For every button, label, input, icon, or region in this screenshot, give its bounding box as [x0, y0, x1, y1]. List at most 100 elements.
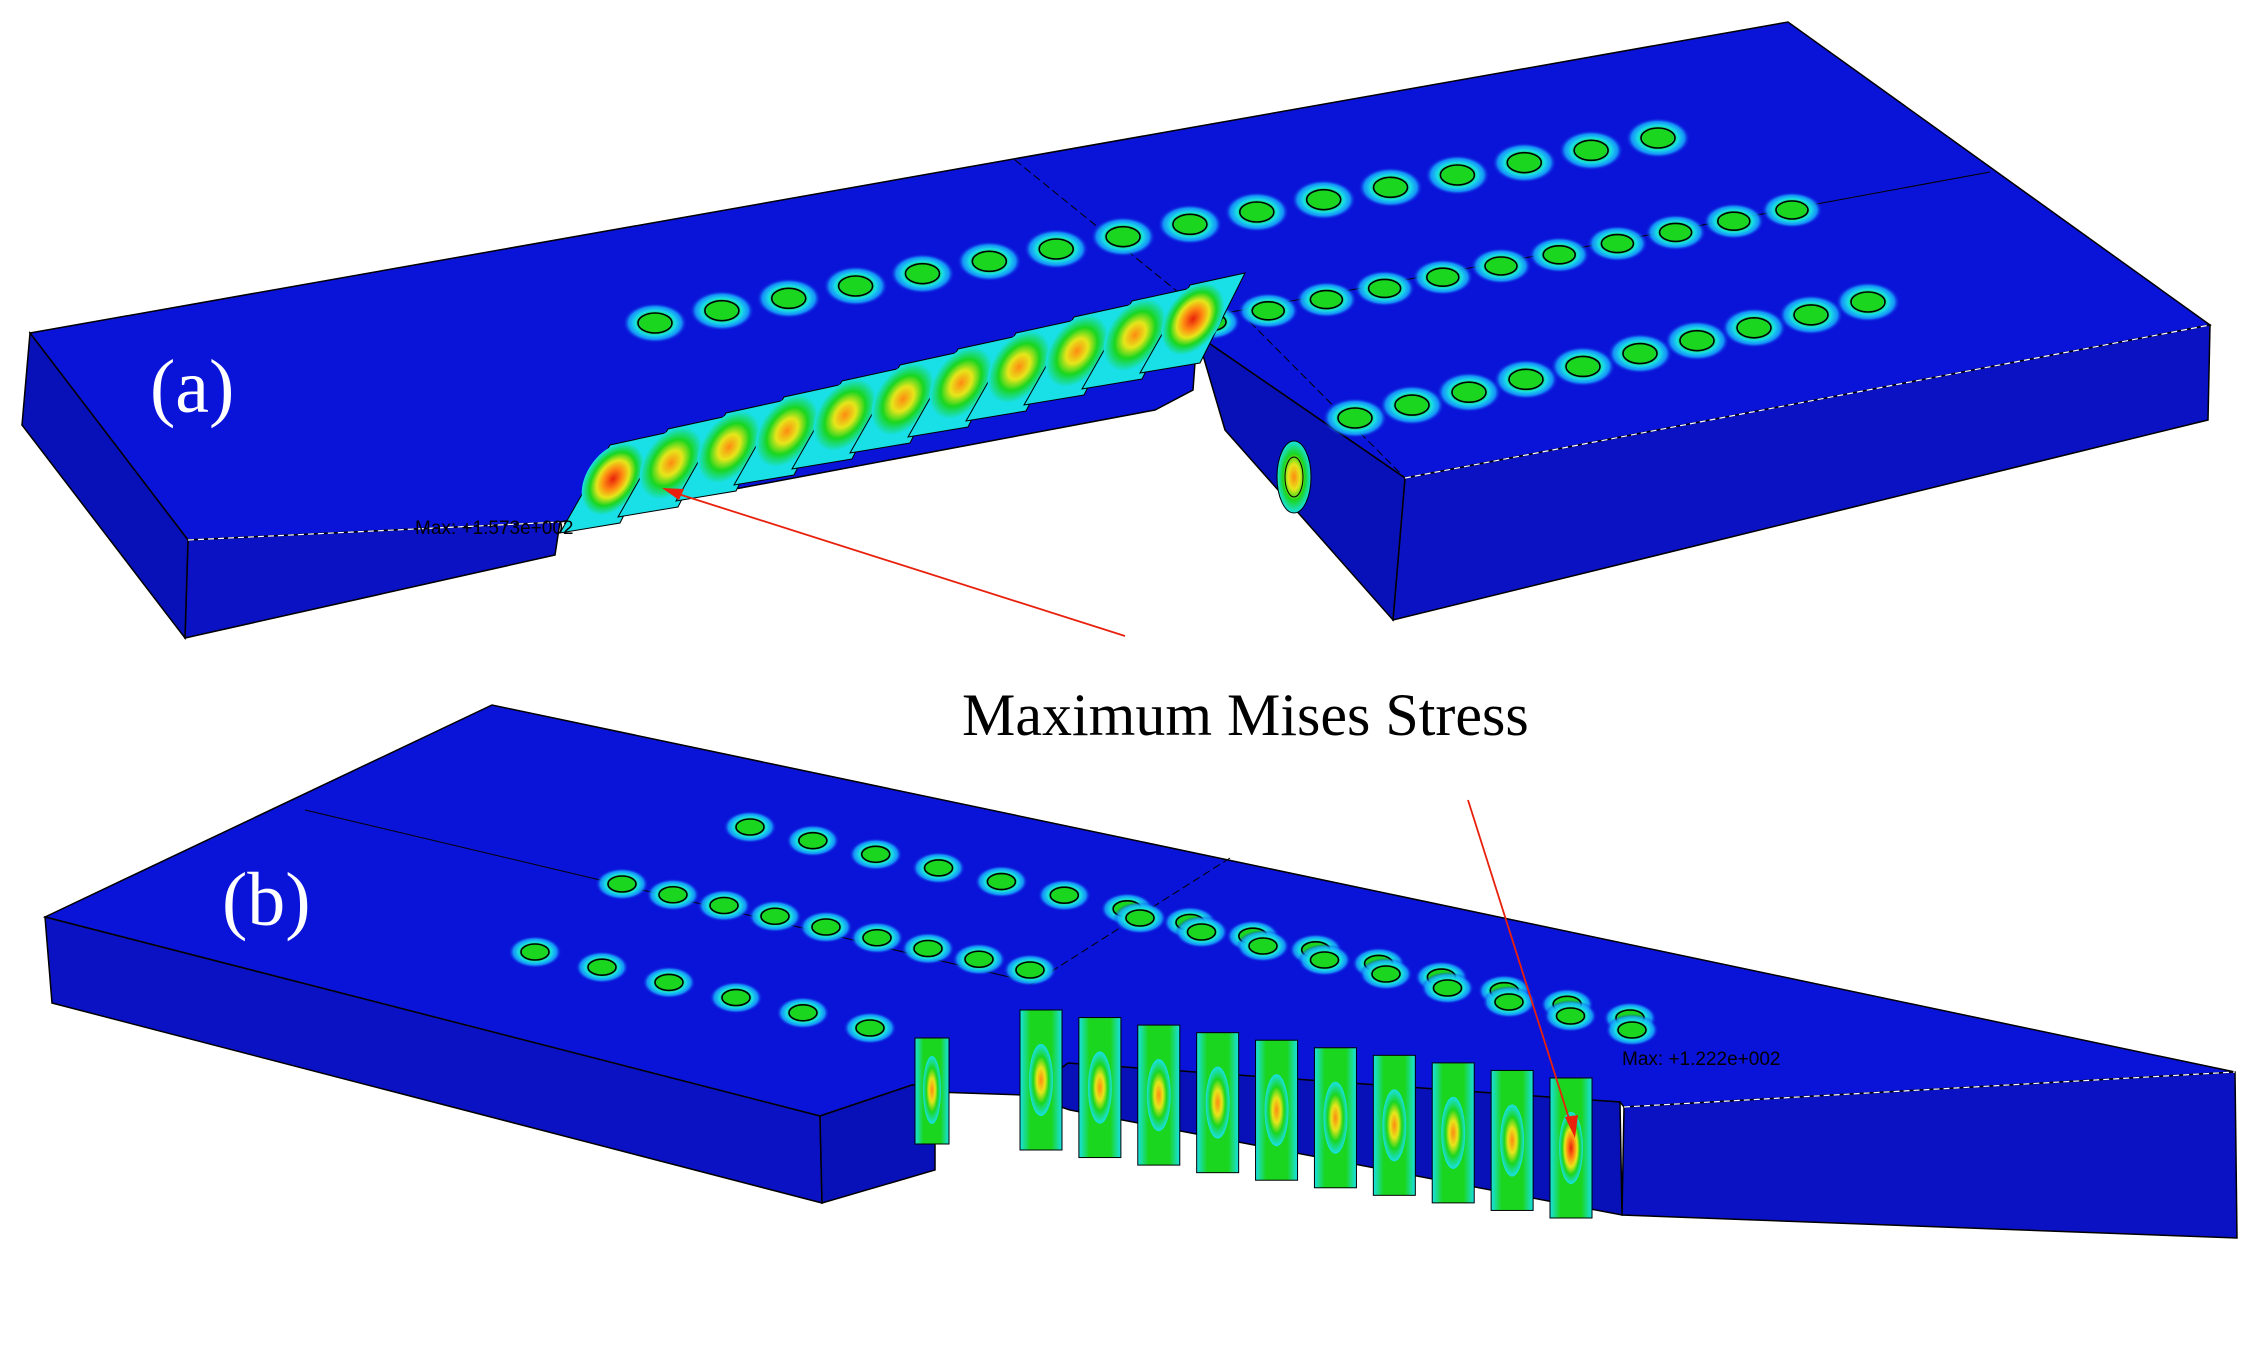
- bolt-hole-icon: [1793, 304, 1829, 326]
- bolt-hole-icon: [1367, 278, 1402, 299]
- bolt-contour: [799, 911, 853, 943]
- bolt-hole-icon: [607, 875, 637, 893]
- panel-b-section-stripe: [1196, 1032, 1240, 1174]
- bolt-contour: [890, 253, 955, 294]
- bolt-contour: [823, 266, 888, 306]
- bolt-hole-icon: [1640, 127, 1676, 149]
- bolt-contour: [1491, 142, 1557, 183]
- bolt-contour: [508, 936, 562, 968]
- bolt-hole-icon: [1542, 245, 1576, 265]
- bolt-contour: [843, 1012, 897, 1044]
- bolt-contour: [974, 865, 1029, 898]
- bolt-contour: [1296, 281, 1357, 318]
- bolt-hole-icon: [1736, 316, 1772, 339]
- bolt-contour: [957, 241, 1022, 282]
- bolt-contour: [1587, 225, 1648, 262]
- bolt-contour: [1425, 155, 1490, 195]
- bolt-contour: [1605, 1014, 1659, 1046]
- bolt-hole-icon: [913, 939, 943, 958]
- bolt-hole-icon: [1600, 233, 1635, 254]
- panel-a-section-stripe: [965, 320, 1072, 422]
- bolt-hole-icon: [1622, 342, 1658, 365]
- bolt-contour: [1721, 307, 1787, 348]
- panel-b-section-stripe: [1549, 1077, 1593, 1219]
- bolt-contour: [1359, 958, 1413, 990]
- bolt-hole-icon: [1172, 213, 1208, 236]
- panel-a-section-stripe: [1023, 304, 1130, 406]
- bolt-contour: [1224, 192, 1290, 232]
- bolt-hole-icon: [654, 973, 684, 992]
- panel-b-section-stripe: [1137, 1024, 1181, 1166]
- panel-b-max-label: Max: +1.222e+002: [1622, 1049, 1780, 1070]
- bolt-contour: [1558, 130, 1624, 171]
- panel-b-section-stripe: [1490, 1069, 1534, 1211]
- bolt-contour: [1436, 372, 1502, 413]
- bolt-hole-icon: [1394, 394, 1430, 416]
- panel-b-row-2b: [1113, 902, 1659, 1046]
- bolt-hole-icon: [1679, 329, 1715, 352]
- bolt-contour: [1835, 282, 1901, 322]
- bolt-hole-icon: [855, 1019, 885, 1037]
- bolt-hole-icon: [862, 928, 892, 947]
- panel-b-section-stripe: [1019, 1009, 1063, 1151]
- bolt-hole-icon: [1573, 139, 1609, 162]
- bolt-contour: [849, 838, 903, 871]
- bolt-hole-icon: [1439, 164, 1476, 186]
- bolt-contour: [1703, 203, 1765, 240]
- bolt-contour: [748, 900, 802, 933]
- bolt-hole-icon: [1426, 267, 1460, 288]
- bolt-hole-icon: [760, 907, 790, 926]
- bolt-contour: [1297, 944, 1352, 976]
- bolt-hole-icon: [1125, 909, 1155, 927]
- arrow-to-panel-b: [1467, 799, 1573, 1129]
- bolt-hole-icon: [658, 885, 688, 904]
- bolt-contour: [901, 932, 955, 965]
- bolt-contour: [1003, 954, 1057, 986]
- bolt-contour: [1236, 930, 1290, 962]
- panel-b-label: (b): [222, 858, 311, 942]
- bolt-hole-icon: [1038, 238, 1074, 260]
- bolt-hole-icon: [860, 845, 891, 864]
- bolt-hole-icon: [964, 950, 994, 969]
- panel-a-section-stripe: [791, 368, 898, 470]
- panel-b-bolt-section: [1019, 1009, 1593, 1219]
- bolt-hole-icon: [1508, 368, 1544, 391]
- bolt-contour: [786, 824, 840, 857]
- bolt-contour: [1543, 1000, 1598, 1032]
- bolt-hole-icon: [1555, 1007, 1586, 1025]
- annotation-text: Maximum Mises Stress: [962, 682, 1529, 748]
- bolt-contour: [1493, 359, 1559, 400]
- panel-a-section-stripe: [733, 384, 840, 486]
- bolt-contour: [756, 278, 822, 319]
- bolt-hole-icon: [1432, 979, 1463, 997]
- bolt-contour: [1607, 333, 1673, 374]
- arrowhead-panel-a: [662, 488, 684, 500]
- bolt-contour: [850, 921, 904, 954]
- bolt-contour: [1625, 118, 1691, 158]
- bolt-contour: [1322, 398, 1388, 438]
- bolt-hole-icon: [1451, 381, 1487, 404]
- bolt-hole-icon: [904, 262, 941, 285]
- bolt-contour: [1037, 879, 1091, 912]
- panel-a-row-1: [622, 118, 1691, 343]
- bolt-hole-icon: [1484, 256, 1518, 276]
- panel-a-label: (a): [150, 345, 234, 429]
- bolt-hole-icon: [1494, 993, 1524, 1011]
- bolt-hole-icon: [770, 287, 807, 310]
- bolt-contour: [646, 878, 700, 911]
- bolt-contour: [1174, 916, 1229, 948]
- bolt-hole-icon: [1565, 355, 1601, 378]
- bolt-contour: [1528, 236, 1590, 273]
- bolt-contour: [1664, 320, 1730, 361]
- bolt-contour: [1470, 248, 1532, 284]
- panel-a-section-stripe: [849, 352, 956, 454]
- bolt-contour: [1412, 259, 1474, 296]
- bolt-hole-icon: [1015, 961, 1045, 979]
- bolt-contour: [1761, 192, 1823, 228]
- panel-a-section-stripe: [1139, 272, 1246, 374]
- panel-b-section-stripe: [1078, 1017, 1122, 1159]
- bolt-hole-icon: [1717, 211, 1751, 231]
- bolt-hole-icon: [971, 250, 1008, 273]
- bolt-contour: [1550, 346, 1616, 387]
